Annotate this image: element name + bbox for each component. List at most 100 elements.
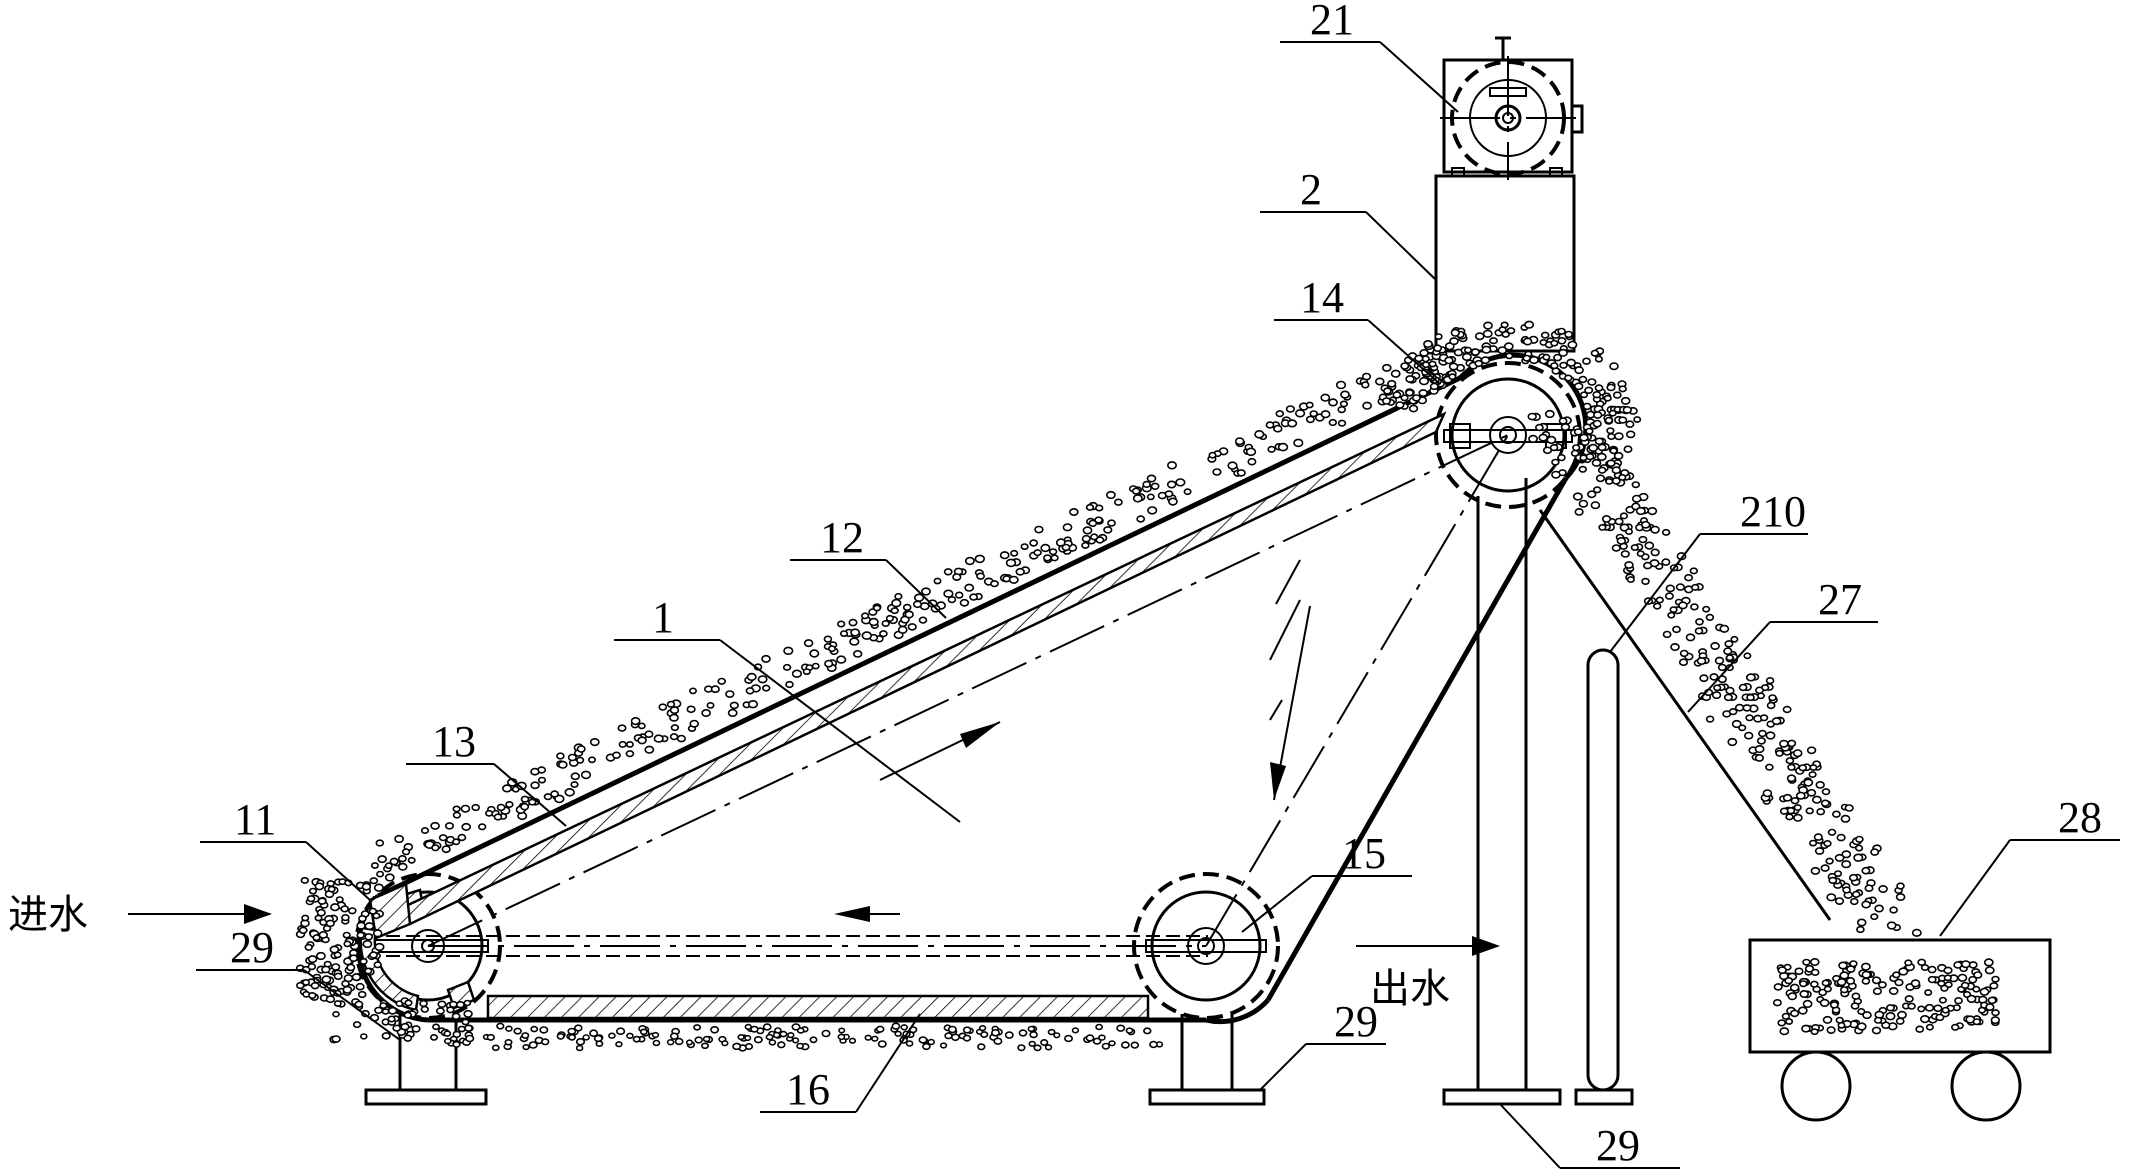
pellet	[505, 800, 514, 808]
pellet	[540, 1038, 550, 1046]
pellet	[1546, 435, 1557, 445]
pellet	[1850, 897, 1859, 906]
pellet	[455, 1000, 465, 1009]
pellet	[1405, 389, 1414, 397]
pellet	[1819, 998, 1830, 1008]
pellet	[1943, 966, 1953, 975]
pellet	[1094, 504, 1104, 512]
pellet	[1699, 674, 1709, 683]
pellet	[666, 700, 676, 708]
pellet	[1664, 592, 1674, 600]
label-210: 210	[1740, 487, 1806, 536]
pellet	[1004, 1031, 1014, 1039]
pellet	[871, 1035, 879, 1042]
pellet	[465, 1034, 475, 1043]
pellet	[1594, 355, 1603, 363]
pellet	[632, 1035, 641, 1043]
pellet	[330, 903, 340, 912]
pellet	[307, 955, 318, 964]
pellet	[1816, 807, 1826, 816]
pellet	[1886, 1004, 1896, 1012]
pellet	[1842, 886, 1851, 894]
conveyor-centerlines	[366, 434, 1509, 957]
pellet	[658, 703, 668, 711]
pellet	[669, 733, 679, 741]
pellet	[575, 756, 585, 764]
pellet	[630, 716, 641, 726]
pellet	[355, 982, 365, 991]
pellet	[1418, 389, 1428, 397]
pellet	[1328, 418, 1338, 427]
pellet	[1586, 490, 1597, 499]
pellet	[1813, 833, 1823, 841]
pellet	[1765, 763, 1774, 771]
pellet	[1020, 543, 1029, 550]
pellet	[894, 592, 903, 600]
pellet	[384, 873, 395, 882]
pellet	[446, 1006, 455, 1014]
pellet	[732, 1042, 742, 1051]
pellet	[637, 736, 647, 745]
pellet	[1294, 409, 1306, 418]
pellet	[1728, 707, 1738, 716]
pellet	[779, 1030, 788, 1038]
pellet	[1275, 410, 1285, 418]
pellet	[1840, 814, 1851, 823]
pellet	[411, 1025, 421, 1033]
pellet	[1567, 340, 1578, 349]
pellet	[444, 822, 454, 830]
pellet	[1305, 401, 1314, 409]
pellet	[1293, 438, 1304, 448]
pellet	[401, 848, 411, 856]
pellet	[727, 708, 738, 718]
pellet	[1606, 383, 1616, 392]
pellet	[1103, 526, 1113, 534]
pellet	[1167, 461, 1178, 470]
filter-media-pellets	[295, 320, 2001, 1052]
pellet	[1382, 397, 1392, 405]
pellet	[1578, 499, 1589, 508]
pellet	[310, 981, 320, 990]
pellet	[1713, 684, 1722, 692]
pellet	[1820, 864, 1830, 872]
pellet	[1943, 974, 1952, 982]
pellet	[1582, 357, 1591, 365]
pellet	[1619, 512, 1628, 520]
pellet	[377, 855, 388, 864]
pellet	[321, 965, 331, 974]
pellet	[802, 668, 811, 675]
pellet	[1597, 466, 1607, 474]
pellet	[1535, 423, 1544, 432]
pellet	[530, 781, 540, 790]
pellet	[1834, 853, 1845, 862]
pellet	[753, 1035, 763, 1044]
pellet	[1705, 715, 1715, 723]
pellet	[879, 630, 888, 638]
sprocket-bottom-right	[1132, 872, 1280, 1020]
pellet	[1382, 363, 1392, 372]
pellet	[838, 1027, 846, 1034]
pellet	[852, 650, 863, 658]
pellet	[1603, 394, 1612, 402]
pellet	[404, 999, 413, 1007]
pellet	[1640, 520, 1651, 529]
pellet	[1305, 415, 1315, 424]
pellet	[1448, 362, 1459, 371]
pellet	[977, 1043, 986, 1051]
pellet	[1775, 749, 1784, 757]
pellet	[460, 804, 471, 813]
pellet	[333, 1000, 342, 1007]
pellet	[1095, 1023, 1103, 1031]
pellet	[430, 821, 440, 830]
pellet	[836, 655, 847, 664]
pellet	[1444, 356, 1454, 365]
pellet	[1841, 850, 1852, 859]
discharge-pipe	[1574, 648, 1634, 1106]
pellet	[944, 1032, 953, 1040]
pellet	[1845, 977, 1856, 985]
pellet	[969, 593, 978, 601]
pellet	[1650, 548, 1660, 557]
pellet	[1085, 1034, 1095, 1042]
pellet	[539, 1026, 549, 1034]
pellet	[729, 701, 739, 710]
